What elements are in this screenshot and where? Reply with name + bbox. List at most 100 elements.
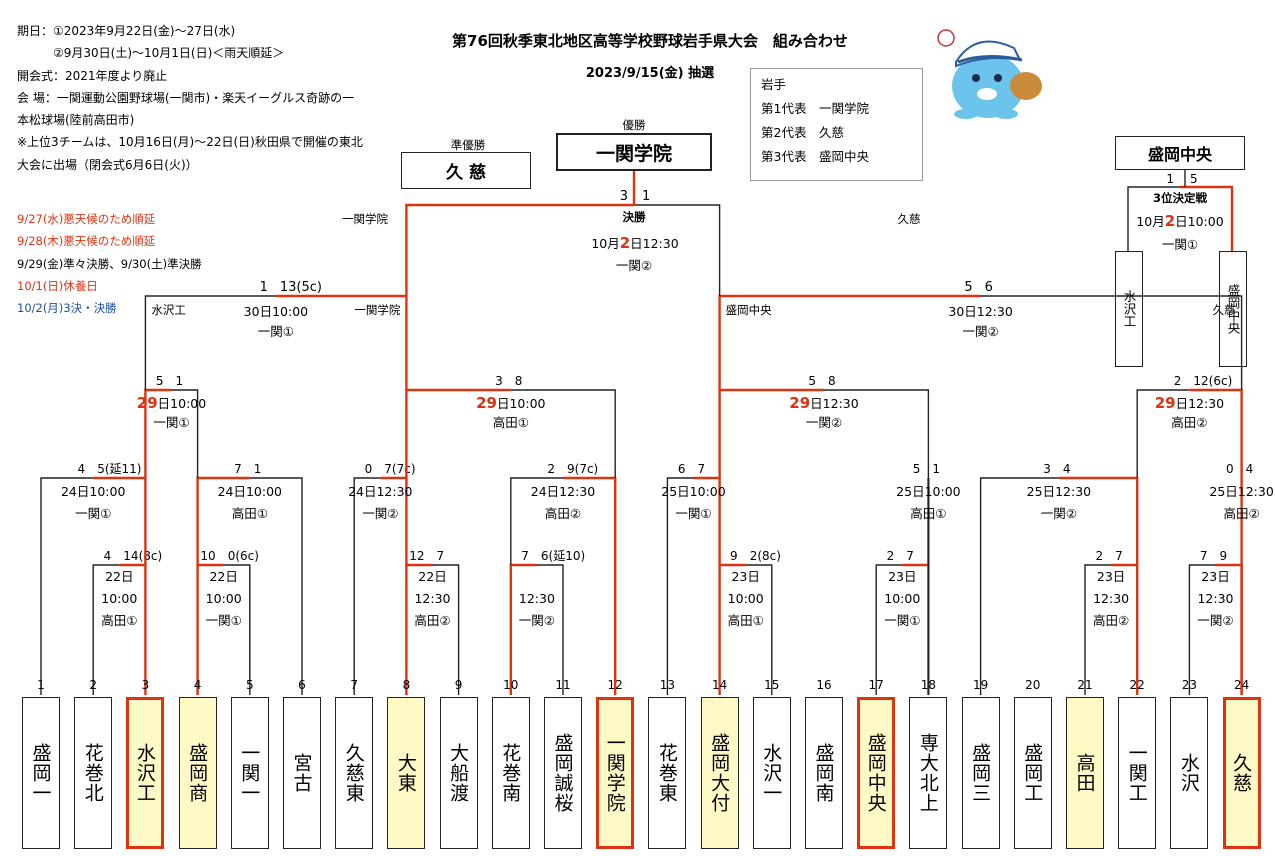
round1-line [1111, 563, 1139, 695]
team-number: 10 [503, 678, 519, 692]
round1-score: 2(8c) [750, 549, 781, 563]
round1-score: 7 [1115, 549, 1123, 563]
team-box: 盛岡三 [961, 697, 1000, 849]
info-line-1: 期日：①2023年9月22日(金)〜27日(水) [17, 24, 236, 38]
round2-score: 9(7c) [567, 462, 598, 476]
final-left-team: 一関学院 [342, 212, 388, 226]
round1-venue: 一関① [884, 613, 920, 628]
quarterfinal-venue: 一関① [153, 415, 189, 430]
team-box: 一関学院 [596, 697, 635, 849]
team-box: 盛岡誠桜 [544, 697, 582, 849]
team-box: 水沢一 [752, 697, 791, 849]
info-line-3: 開会式：2021年度より廃止 [17, 68, 168, 83]
team-number: 6 [298, 678, 306, 692]
final-line [405, 203, 634, 296]
round1-venue: 高田① [101, 613, 137, 628]
team-number: 22 [1129, 678, 1145, 692]
runnerup-box: 久 慈 [401, 152, 531, 189]
third-place-line [1127, 186, 1180, 251]
round2-score: 1 [932, 462, 940, 476]
semifinal-date: 30日12:30 [948, 304, 1012, 319]
mascot-illustration [937, 29, 1042, 119]
tournament-info: 期日：①2023年9月22日(金)〜27日(水) ②9月30日(土)〜10月1日… [17, 20, 363, 176]
team-box: 花巻北 [74, 697, 113, 849]
team-number: 2 [89, 678, 97, 692]
team-box: 専大北上 [909, 697, 948, 849]
team-number: 18 [920, 678, 937, 692]
round2-date: 25日10:00 [896, 484, 960, 499]
info-line-5: 本松球場(陸前高田市) [17, 113, 135, 128]
team-number: 14 [711, 678, 728, 692]
team-number: 3 [141, 678, 150, 692]
team-box: 大船渡 [439, 697, 478, 849]
round1-time: 10:00 [101, 591, 137, 606]
quarterfinal-score: 12(6c) [1193, 374, 1232, 388]
third-place-right-team: 盛岡中央 [1219, 251, 1247, 367]
third-place-left-team: 水沢工 [1115, 251, 1143, 367]
team-box: 盛岡商 [178, 697, 217, 849]
round1-score: 7 [1200, 549, 1208, 563]
final-score: 1 [642, 189, 650, 204]
round2-score: 3 [1043, 462, 1051, 476]
quarterfinal-score: 1 [176, 374, 184, 388]
round1-date: 23日 [731, 569, 759, 584]
round1-date: 22日 [105, 569, 133, 584]
round1-score: 9 [730, 549, 738, 563]
team-number: 11 [555, 678, 571, 692]
semifinal-line [980, 295, 1243, 390]
round2-score: 1 [254, 462, 262, 476]
round2-venue: 一関① [675, 506, 711, 521]
schedule-note-1: 9/27(水)悪天候のため順延 [17, 212, 156, 226]
round2-line [510, 477, 563, 565]
quarterfinal-date: 29日10:00 [476, 394, 545, 412]
round1-venue: 一関② [1197, 613, 1233, 628]
round2-score: 5(延11) [97, 462, 141, 476]
round2-date: 24日12:30 [531, 484, 595, 499]
round2-line [40, 477, 94, 695]
round1-line [745, 564, 773, 695]
final-right-team: 久慈 [897, 212, 921, 226]
team-box: 水沢工 [126, 697, 165, 849]
team-number: 12 [607, 678, 623, 692]
semifinal-right-team: 一関学院 [354, 303, 400, 317]
round2-venue: 高田② [1223, 506, 1259, 521]
final-score: 3 [620, 189, 628, 204]
final-date: 10月2日12:30 [591, 234, 679, 252]
quarterfinal-score: 3 [495, 374, 503, 388]
semifinal-score: 6 [985, 280, 993, 295]
round2-score: 7(7c) [384, 462, 415, 476]
team-number: 7 [350, 678, 358, 692]
schedule-note-2: 9/28(木)悪天候のため順延 [17, 234, 156, 249]
semifinal-venue: 一関② [962, 324, 998, 339]
round2-venue: 高田② [545, 506, 581, 521]
round1-line [1188, 564, 1216, 695]
round2-date: 24日12:30 [348, 484, 412, 499]
team-number: 23 [1181, 678, 1198, 692]
quarterfinal-score: 8 [515, 374, 523, 388]
iwate-representatives: 岩手 第1代表 一関学院 第2代表 久慈 第3代表 盛岡中央 [750, 68, 923, 181]
final-label: 決勝 [622, 210, 646, 224]
round1-date: 23日 [1097, 569, 1125, 584]
team-box: 宮古 [283, 697, 321, 849]
round1-score: 7 [521, 549, 529, 563]
team-box: 盛岡中央 [857, 697, 896, 849]
quarterfinal-line [824, 389, 930, 478]
round2-line [666, 477, 694, 695]
rep-1: 第1代表 一関学院 [761, 101, 869, 116]
quarterfinal-date: 29日10:00 [137, 394, 206, 412]
round2-line [979, 477, 1059, 695]
round1-score: 6(延10) [541, 549, 585, 563]
team-box: 花巻東 [648, 697, 687, 849]
round2-score: 4 [78, 462, 86, 476]
team-box: 盛岡一 [22, 697, 60, 849]
third-place-date: 10月2日10:00 [1136, 212, 1224, 230]
round1-line [902, 563, 930, 695]
third-place-score: 1 [1166, 172, 1174, 186]
round1-score: 9 [1220, 549, 1228, 563]
team-number: 15 [764, 678, 780, 692]
third-place-line [1180, 185, 1234, 251]
round2-score: 5 [913, 462, 921, 476]
round2-score: 2 [547, 462, 555, 476]
